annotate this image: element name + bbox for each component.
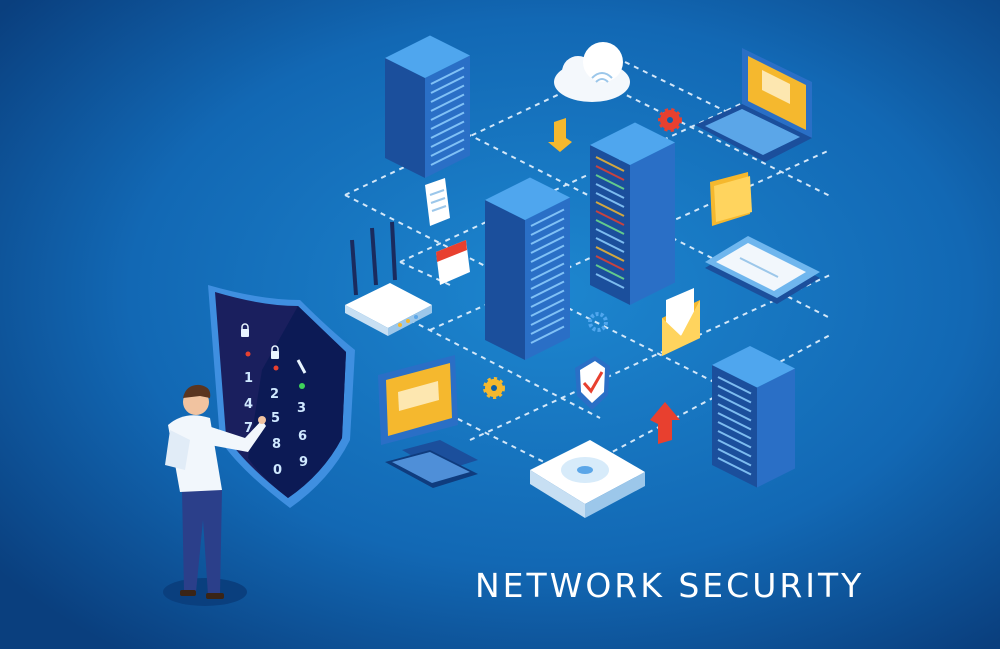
router-icon — [345, 221, 432, 336]
rack-light-strip — [430, 102, 465, 121]
rack-left-face — [385, 58, 425, 178]
arrow-icon — [548, 118, 572, 152]
rack-light-strip — [530, 271, 565, 290]
lock-icon — [241, 323, 249, 337]
folder-icon — [710, 172, 752, 226]
rack-light-strip — [595, 264, 625, 280]
gear-icon — [658, 108, 682, 132]
rack-light-strip — [595, 156, 625, 172]
page-title: NETWORK SECURITY — [475, 566, 865, 605]
rack-light-strip — [530, 235, 565, 254]
rack-light-strip — [595, 237, 625, 253]
rack-light-strip — [717, 430, 752, 449]
calendar-icon — [436, 240, 470, 285]
hard-drive-icon — [530, 440, 645, 518]
keypad-digit: 8 — [272, 437, 281, 452]
rack-light-strip — [717, 412, 752, 431]
rack-light-strip — [717, 394, 752, 413]
rack-light-strip — [430, 138, 465, 157]
keypad-digit: 1 — [244, 371, 253, 386]
rack-top-face — [385, 35, 470, 78]
rack-light-strip — [717, 385, 752, 404]
server-rack-icon — [385, 35, 470, 178]
gear-icon — [483, 377, 505, 399]
rack-light-strip — [595, 246, 625, 262]
rack-light-strip — [595, 219, 625, 235]
gear-icon — [588, 312, 608, 332]
person-icon — [163, 384, 266, 606]
keypad-digit: 4 — [244, 397, 253, 412]
keypad-digit: 0 — [273, 463, 282, 478]
rack-light-strip — [430, 93, 465, 112]
keypad-digit: 3 — [297, 401, 306, 416]
rack-top-face — [590, 122, 675, 165]
rack-light-strip — [595, 228, 625, 244]
rack-right-face — [757, 368, 795, 488]
rack-top-face — [712, 346, 795, 388]
rack-light-strip — [717, 376, 752, 395]
keypad-digit: 9 — [299, 455, 308, 470]
rack-light-strip — [595, 183, 625, 199]
rack-light-strip — [530, 217, 565, 236]
rack-light-strip — [430, 84, 465, 103]
monitor-icon — [378, 355, 478, 488]
rack-light-strip — [530, 298, 565, 317]
rack-light-strip — [430, 147, 465, 166]
rack-right-face — [425, 55, 470, 178]
rack-light-strip — [530, 244, 565, 263]
rack-light-strip — [717, 403, 752, 422]
shield-check-icon — [575, 356, 610, 410]
keypad-digit: 7 — [244, 421, 253, 436]
rack-light-strip — [430, 75, 465, 94]
rack-light-strip — [595, 201, 625, 217]
arrow-icon — [650, 402, 680, 444]
rack-light-strip — [530, 208, 565, 227]
keypad-digit: 5 — [271, 411, 280, 426]
server-rack-icon — [590, 122, 675, 305]
cloud-icon — [554, 42, 630, 102]
rack-light-strip — [595, 210, 625, 226]
rack-light-strip — [430, 66, 465, 85]
rack-light-strip — [595, 192, 625, 208]
rack-light-strip — [595, 174, 625, 190]
rack-left-face — [712, 365, 757, 488]
rack-light-strip — [530, 226, 565, 245]
rack-light-strip — [717, 421, 752, 440]
shield-keypad-icon: 1 2 3 4 5 6 7 8 9 0 — [208, 285, 355, 508]
rack-left-face — [485, 200, 525, 360]
rack-light-strip — [595, 255, 625, 271]
rack-light-strip — [717, 457, 752, 476]
keypad-digit: 2 — [270, 387, 279, 402]
rack-top-face — [485, 177, 570, 220]
rack-light-strip — [530, 253, 565, 272]
rack-light-strip — [530, 280, 565, 299]
rack-light-strip — [530, 262, 565, 281]
rack-light-strip — [430, 111, 465, 130]
rack-light-strip — [595, 165, 625, 181]
key-icon — [296, 359, 307, 374]
rack-light-strip — [430, 120, 465, 139]
rack-light-strip — [530, 325, 565, 344]
rack-light-strip — [717, 448, 752, 467]
rack-light-strip — [595, 273, 625, 289]
rack-light-strip — [430, 129, 465, 148]
rack-right-face — [630, 142, 675, 305]
laptop-icon — [695, 48, 812, 162]
server-rack-icon — [485, 177, 570, 360]
rack-light-strip — [530, 289, 565, 308]
keypad-digit: 6 — [298, 429, 307, 444]
rack-light-strip — [530, 307, 565, 326]
tablet-icon — [705, 236, 820, 304]
lock-icon — [271, 345, 279, 359]
envelope-icon — [662, 288, 700, 356]
document-icon — [425, 178, 450, 226]
rack-light-strip — [717, 439, 752, 458]
server-rack-icon — [712, 346, 795, 488]
rack-light-strip — [530, 316, 565, 335]
